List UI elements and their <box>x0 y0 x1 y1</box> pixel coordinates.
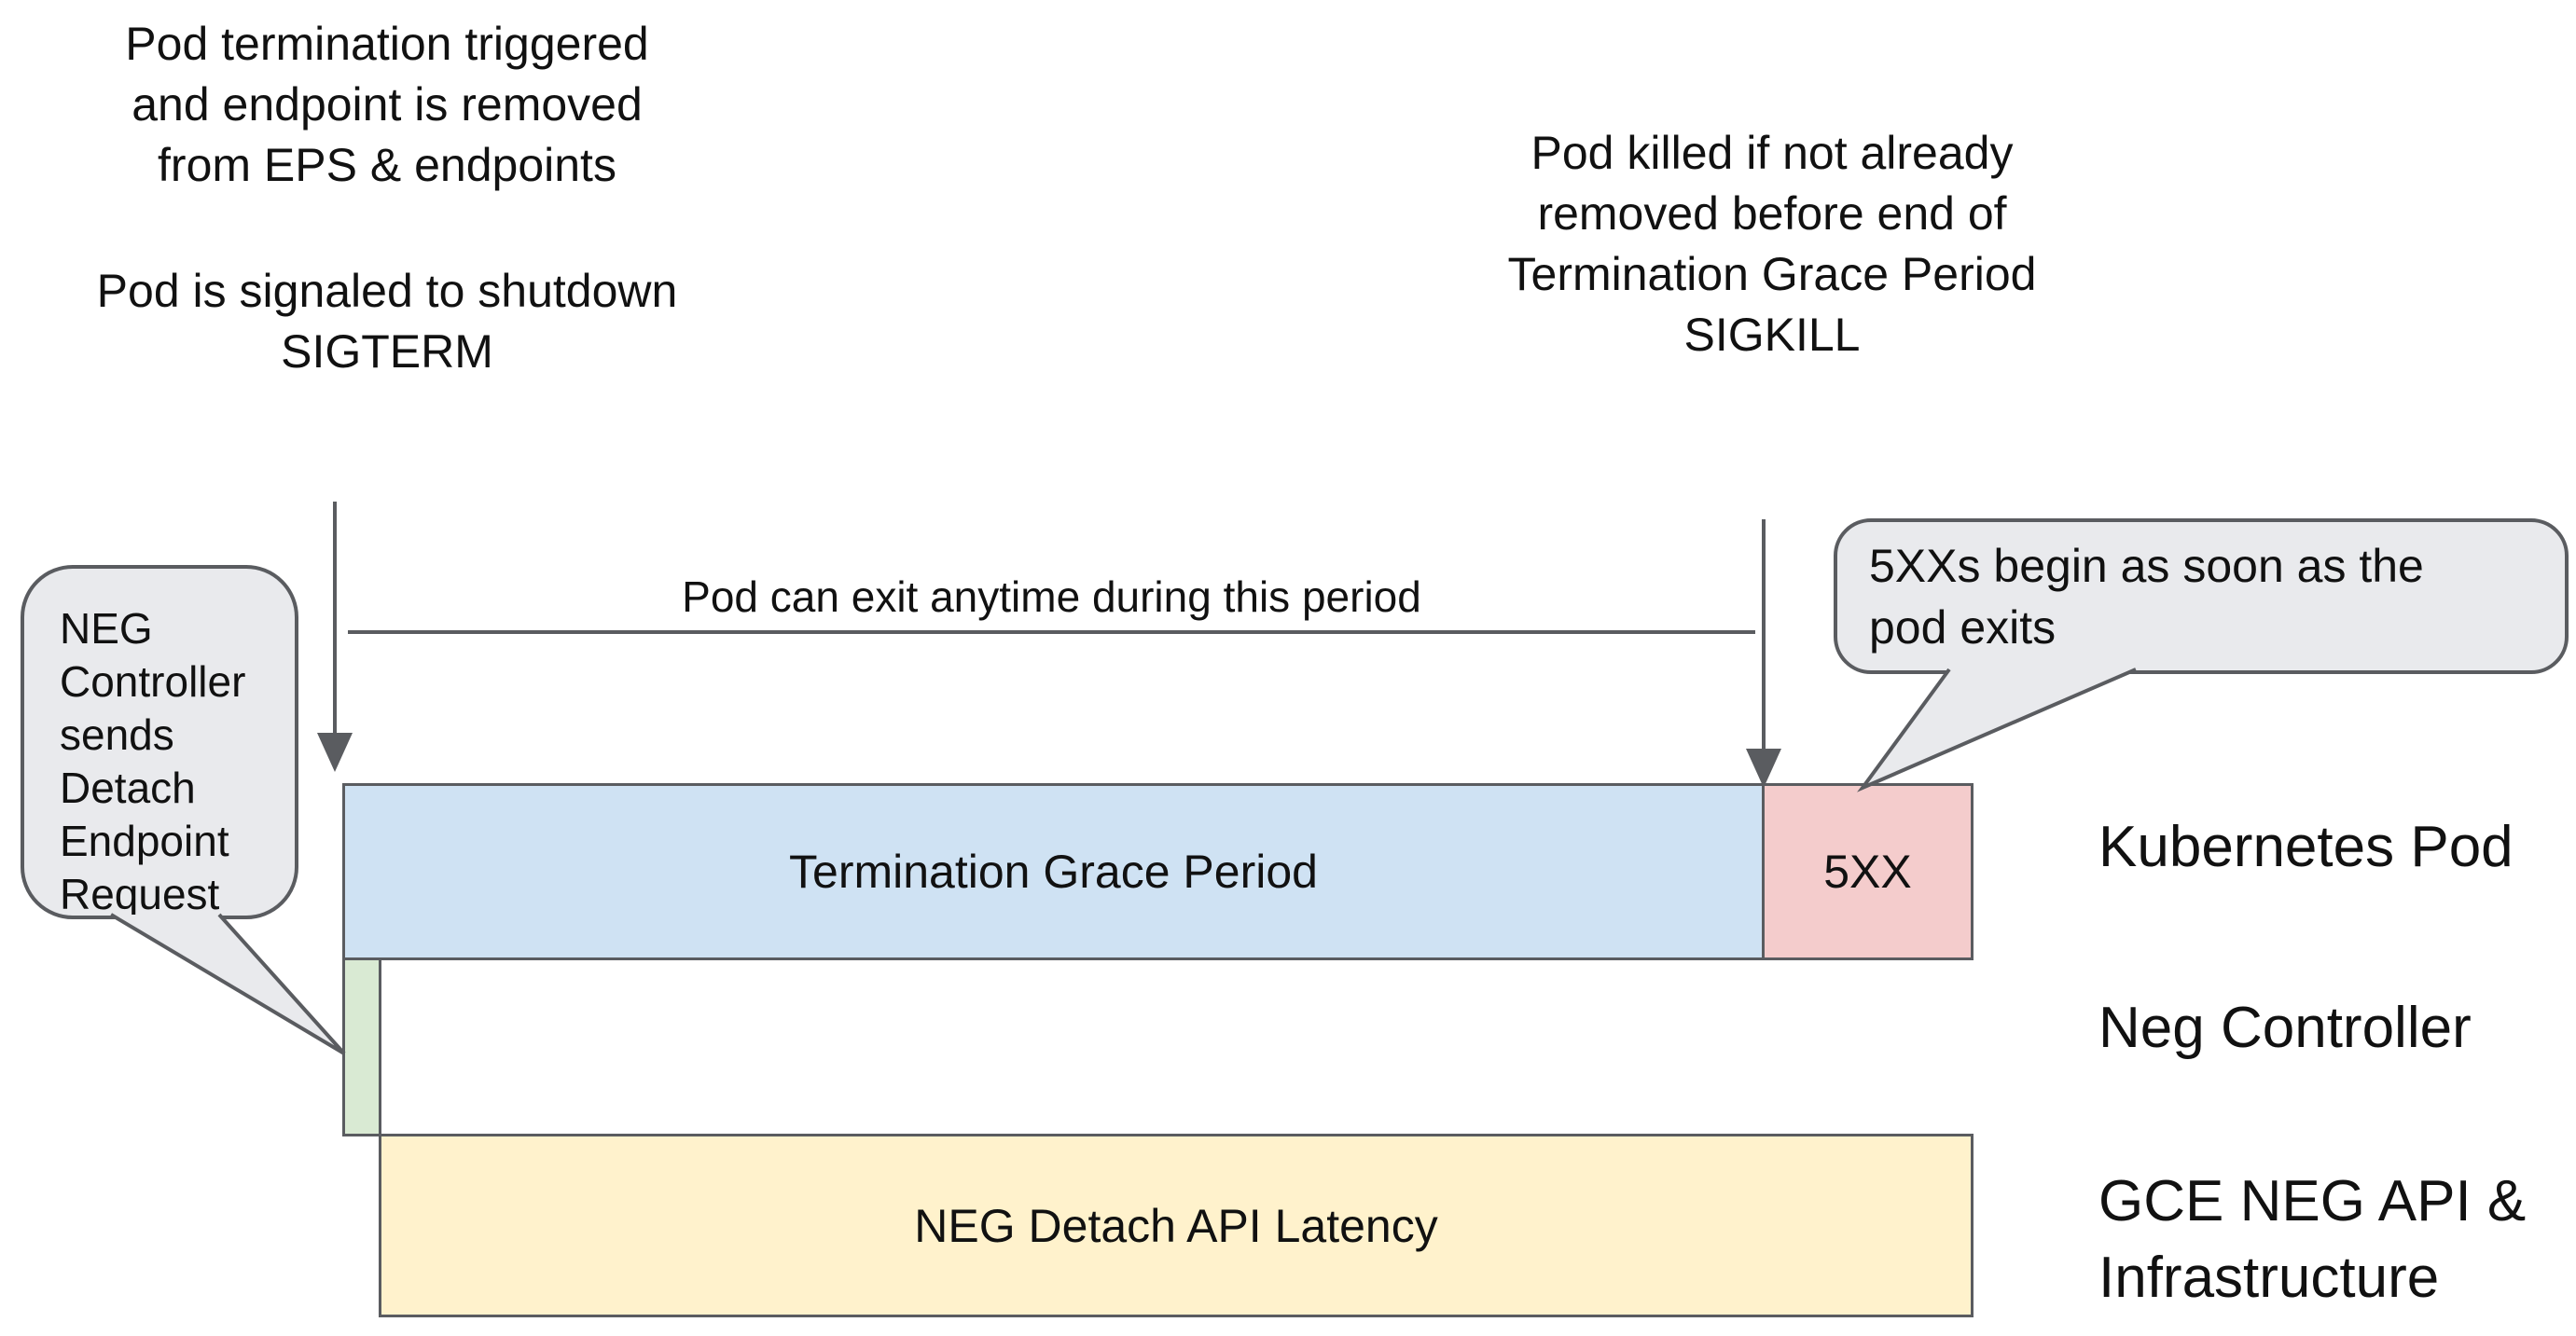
period-span-label: Pod can exit anytime during this period <box>682 572 1421 621</box>
callout-line: 5XXs begin as soon as the <box>1869 540 2424 592</box>
annotation-pod-killed: Pod killed if not already removed before… <box>1455 123 2089 365</box>
callout-line: pod exits <box>1869 601 2057 654</box>
callout-line: Request <box>60 870 220 918</box>
termination-grace-period-bar: Termination Grace Period <box>342 783 1765 960</box>
annotation-line: Termination Grace Period <box>1507 248 2037 300</box>
neg-controller-bar <box>342 957 381 1136</box>
annotation-line: removed before end of <box>1537 187 2007 240</box>
annotation-line: SIGTERM <box>281 325 493 378</box>
annotation-line: SIGKILL <box>1683 309 1861 361</box>
row-label-neg-controller: Neg Controller <box>2098 996 2472 1060</box>
annotation-line: from EPS & endpoints <box>158 139 616 191</box>
termination-grace-period-label: Termination Grace Period <box>789 846 1318 898</box>
callout-line: sends <box>60 710 174 759</box>
row-label-gce-neg-line1: GCE NEG API & <box>2098 1169 2527 1233</box>
callout-neg-controller-sends-detach: NEG Controller sends Detach Endpoint Req… <box>21 565 298 919</box>
callout-text: NEG Controller sends Detach Endpoint Req… <box>24 569 295 921</box>
callout-tail-left <box>109 913 346 1055</box>
annotation-line: Pod is signaled to shutdown <box>96 265 678 317</box>
callout-5xx-begin: 5XXs begin as soon as the pod exits <box>1834 518 2569 674</box>
callout-line: Detach <box>60 764 196 812</box>
sigterm-arrow-head-icon <box>317 733 353 772</box>
row-label-kubernetes-pod: Kubernetes Pod <box>2098 815 2514 879</box>
five-xx-label: 5XX <box>1823 846 1912 898</box>
annotation-line: and endpoint is removed <box>132 78 643 131</box>
annotation-line: Pod killed if not already <box>1530 127 2014 179</box>
callout-line: NEG <box>60 604 153 653</box>
annotation-line: Pod termination triggered <box>125 18 649 70</box>
five-xx-bar: 5XX <box>1762 783 1974 960</box>
callout-line: Controller <box>60 657 246 706</box>
callout-line: Endpoint <box>60 817 229 865</box>
neg-detach-api-latency-bar: NEG Detach API Latency <box>379 1134 1974 1317</box>
row-label-gce-neg-line2: Infrastructure <box>2098 1246 2440 1310</box>
annotation-pod-termination: Pod termination triggered and endpoint i… <box>51 14 723 382</box>
neg-detach-api-latency-label: NEG Detach API Latency <box>914 1199 1438 1252</box>
row-label-gce-neg: GCE NEG API & Infrastructure <box>2098 1164 2526 1316</box>
callout-tail-right <box>1857 668 2137 792</box>
sigkill-arrow-head-icon <box>1746 749 1781 788</box>
callout-text: 5XXs begin as soon as the pod exits <box>1837 522 2565 658</box>
